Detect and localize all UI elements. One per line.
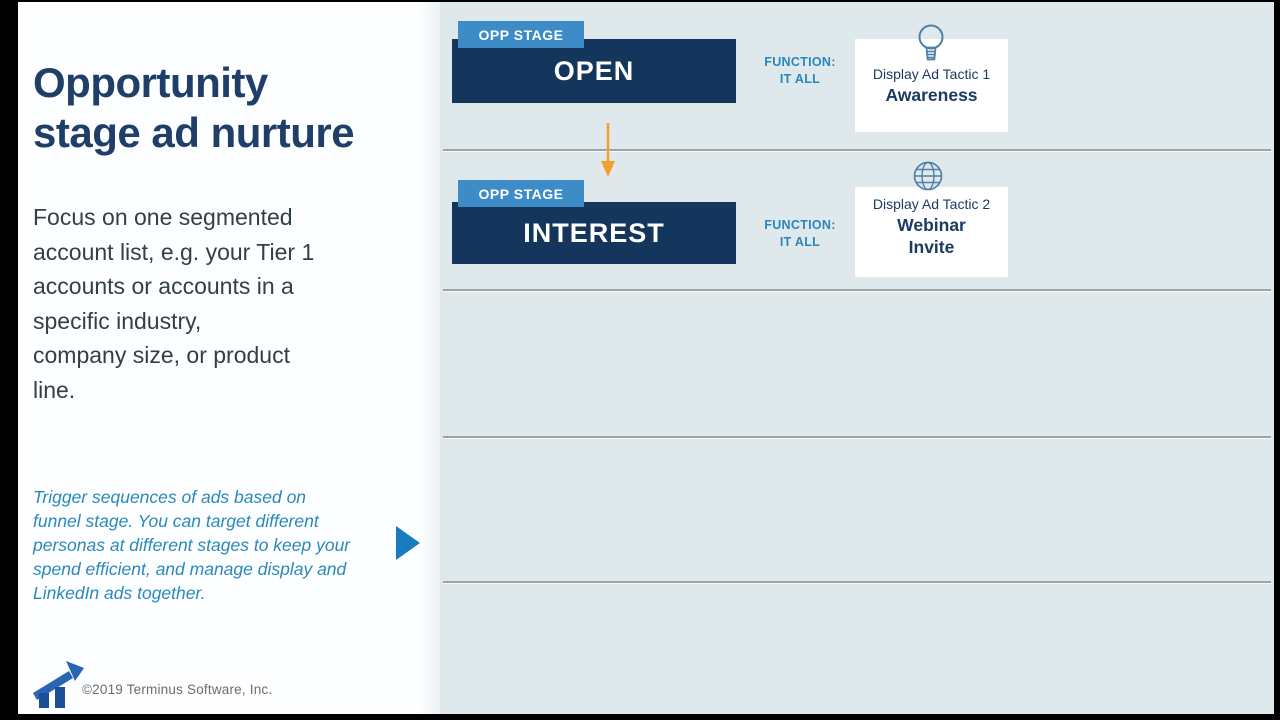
tactic-label: Display Ad Tactic 1 [872,66,991,82]
tactic-card-awareness: Display Ad Tactic 1 Awareness [855,39,1008,132]
opp-stage-tab: OPP STAGE [458,180,584,207]
lightbulb-icon [912,23,950,70]
function-label: FUNCTION: IT ALL [764,55,836,86]
page-title: Opportunity stage ad nurture [33,59,355,156]
function-label: FUNCTION: IT ALL [764,218,836,249]
row-divider [443,149,1271,151]
row-divider [443,289,1271,291]
tactic-label: Display Ad Tactic 2 [872,196,991,212]
opp-stage-tab: OPP STAGE [458,21,584,48]
row-divider [443,436,1271,438]
tactic-card-webinar: Display Ad Tactic 2 Webinar Invite [855,187,1008,277]
globe-icon [911,160,945,197]
play-icon[interactable] [396,526,420,560]
tactic-name: Awareness [885,85,978,105]
tactic-name: Webinar Invite [897,215,966,257]
copyright-text: ©2019 Terminus Software, Inc. [82,682,273,697]
callout-text: Trigger sequences of ads based on funnel… [33,487,351,603]
body-text: Focus on one segmented account list, e.g… [33,204,315,403]
text-panel: Opportunity stage ad nurture Focus on on… [18,2,440,714]
stage-box-interest: INTEREST [452,202,736,264]
down-arrow-icon [598,123,618,183]
row-divider [443,581,1271,583]
stage-box-open: OPEN [452,39,736,103]
terminus-logo-icon [32,660,84,715]
diagram-panel: OPP STAGE OPEN FUNCTION: IT ALL Display … [440,2,1274,714]
